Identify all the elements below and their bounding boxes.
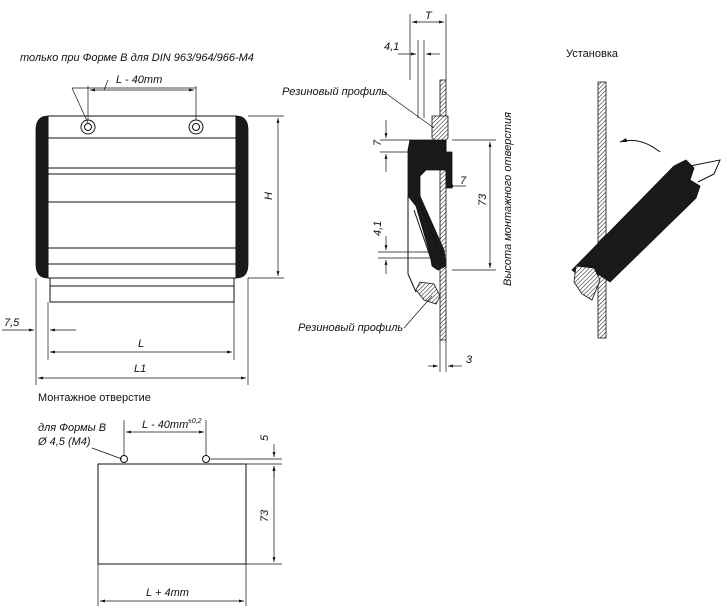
five-label: 5 xyxy=(259,434,271,441)
install-view: Установка xyxy=(566,48,721,339)
bottom-flap xyxy=(49,277,235,303)
hole-right-icon xyxy=(202,455,210,463)
mounting-opening xyxy=(97,463,247,565)
profile-lower-edge xyxy=(407,196,417,293)
mounting-note-1: для Формы B xyxy=(38,422,106,434)
three-label: 3 xyxy=(466,354,473,366)
mount-hole-left-inner-icon xyxy=(84,123,92,131)
install-grille-inner xyxy=(597,175,691,271)
grille-profile xyxy=(407,139,453,271)
offset-label: 7,5 xyxy=(4,317,20,329)
seven-left-label: 7 xyxy=(372,139,384,146)
flange-label: 4,1 xyxy=(384,41,399,53)
rubber-edge-right xyxy=(235,115,249,279)
spacing-label: L - 40mm xyxy=(142,419,188,431)
hole-spacing-label: L - 40mm xyxy=(116,74,162,86)
mounting-hole-view: Монтажное отверстие для Формы B Ø 4,5 (M… xyxy=(37,392,282,606)
mounting-note-2: Ø 4,5 (M4) xyxy=(37,436,91,448)
mount-hole-right-inner-icon xyxy=(192,123,200,131)
grille-profile-inner xyxy=(413,199,441,263)
w-label: L + 4mm xyxy=(146,587,189,599)
install-grille-tip xyxy=(689,159,721,183)
rubber-edge-left xyxy=(35,115,49,279)
h73-label: 73 xyxy=(477,193,489,206)
grille-frame xyxy=(47,115,237,279)
rubber-bottom-leader xyxy=(403,295,433,329)
mount-hole-left-icon xyxy=(80,119,96,135)
lower-flange-label: 4,1 xyxy=(372,221,384,236)
rubber-profile-bottom xyxy=(415,281,441,305)
l-label: L xyxy=(138,338,144,350)
spacing-tolerance: ±0,2 xyxy=(188,418,202,425)
rotate-arrow-icon xyxy=(619,137,661,153)
note-leader-left xyxy=(71,87,89,124)
section-view: T 4,1 Резиновый профиль 7 7 73 xyxy=(282,10,514,372)
rubber-top-leader xyxy=(383,91,435,129)
m73-label: 73 xyxy=(259,509,271,522)
rubber-bottom-label: Резиновый профиль xyxy=(298,322,403,334)
mounting-title: Монтажное отверстие xyxy=(38,392,151,404)
hole-left-icon xyxy=(120,455,128,463)
front-note: только при Форме B для DIN 963/964/966-M… xyxy=(20,52,254,64)
install-grille xyxy=(571,159,701,283)
l1-label: L1 xyxy=(134,363,146,375)
note-leader xyxy=(91,447,123,460)
front-view: только при Форме B для DIN 963/964/966-M… xyxy=(2,52,284,385)
install-wall xyxy=(597,81,607,339)
t-label: T xyxy=(425,10,433,22)
mount-hole-right-icon xyxy=(188,119,204,135)
hole-spacing-tick xyxy=(103,79,109,91)
install-rubber xyxy=(573,265,601,301)
h-label: H xyxy=(263,192,275,200)
install-title: Установка xyxy=(566,48,619,60)
rubber-top-label: Резиновый профиль xyxy=(282,86,387,98)
opening-height-label: Высота монтажного отверстия xyxy=(502,112,514,286)
seven-right-label: 7 xyxy=(460,175,467,187)
